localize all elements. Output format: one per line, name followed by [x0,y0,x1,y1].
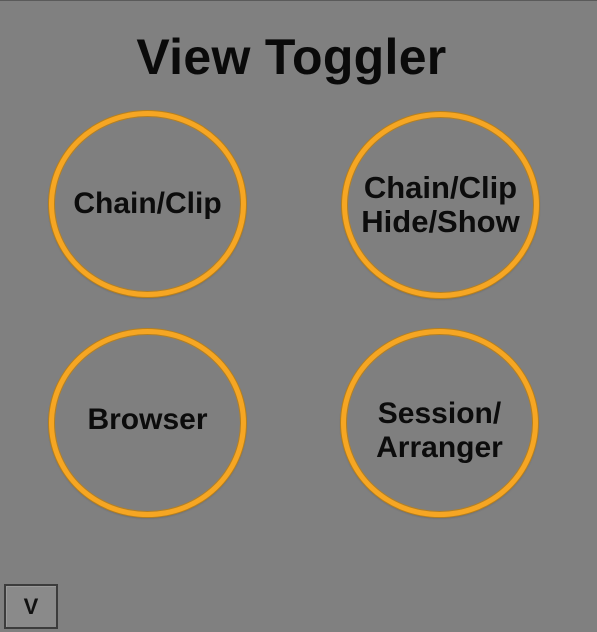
browser-button[interactable]: Browser [49,329,246,517]
chain-clip-label: Chain/Clip [73,187,222,220]
panel-title: View Toggler [136,29,447,85]
v-toggle-button[interactable]: V [4,584,58,629]
chain-clip-hide-show-label: Chain/Clip Hide/Show [361,170,520,239]
chain-clip-button[interactable]: Chain/Clip [49,111,246,297]
browser-label: Browser [87,403,208,436]
session-arranger-button[interactable]: Session/ Arranger [341,329,538,517]
session-arranger-label: Session/ Arranger [376,397,503,464]
chain-clip-hide-show-button[interactable]: Chain/Clip Hide/Show [342,112,539,298]
